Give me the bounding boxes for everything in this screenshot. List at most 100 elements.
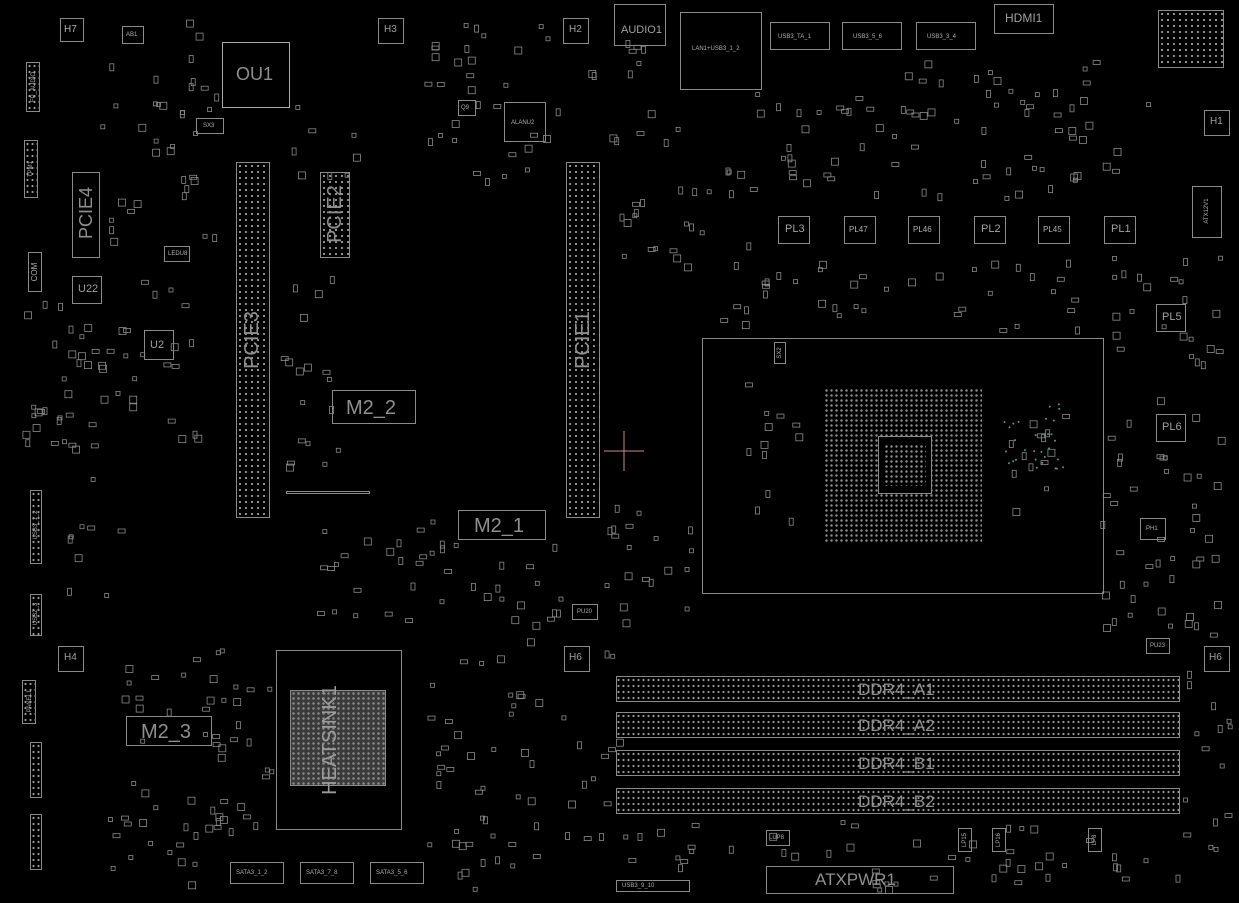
chip-ab1 <box>122 26 144 44</box>
smd-part <box>628 858 637 863</box>
smd-part <box>454 58 463 67</box>
smd-part <box>1015 263 1021 272</box>
chip-sx3-label: SX3 <box>203 123 215 129</box>
chip-alanu2-label: ALANU2 <box>511 120 535 126</box>
smd-part <box>527 638 535 647</box>
smd-part <box>431 53 440 62</box>
smd-part <box>664 566 673 575</box>
header-usb3-9-10-label: USB3_9_10 <box>622 883 655 889</box>
smd-part <box>90 443 99 449</box>
smd-part <box>508 711 514 717</box>
smd-part <box>212 234 218 243</box>
smd-part <box>769 832 778 841</box>
smd-part <box>1071 297 1080 303</box>
smd-part <box>220 799 229 804</box>
smd-part <box>329 276 335 284</box>
smd-part <box>192 861 198 867</box>
smd-part <box>480 785 486 791</box>
smd-part <box>68 350 77 359</box>
smd-part <box>461 868 470 877</box>
smd-part <box>765 490 771 498</box>
smd-part <box>1069 104 1075 113</box>
smd-part <box>190 177 199 185</box>
smd-part <box>762 451 767 459</box>
smd-part <box>123 353 129 359</box>
smd-part <box>521 749 529 757</box>
smd-part <box>214 93 220 102</box>
smd-part <box>32 424 41 432</box>
smd-part <box>1056 276 1065 282</box>
smd-part <box>1127 612 1133 618</box>
smd-part <box>795 433 804 442</box>
smd-part <box>1032 165 1037 171</box>
smd-part <box>776 272 782 280</box>
smd-part <box>791 852 800 861</box>
smd-part <box>1118 453 1123 462</box>
chip-u2 <box>144 330 174 360</box>
smd-part <box>1130 595 1136 603</box>
smd-part <box>106 348 115 354</box>
q9 <box>458 100 476 116</box>
connector-sata-7-8-label: SATA3_7_8 <box>306 870 338 876</box>
connector-com <box>28 252 42 292</box>
smd-part <box>179 110 185 119</box>
smd-part <box>203 732 209 737</box>
smd-part <box>327 566 336 571</box>
smd-part <box>788 170 797 175</box>
chip-u2-label: U2 <box>150 339 165 351</box>
smd-part <box>855 96 864 101</box>
smd-part <box>611 533 620 539</box>
connector-pcie3 <box>236 162 270 518</box>
smd-part <box>988 70 993 75</box>
smd-part <box>599 833 604 841</box>
smd-part <box>322 461 328 467</box>
smd-part <box>1212 309 1221 318</box>
smd-part <box>153 101 158 107</box>
smd-part <box>416 527 425 533</box>
smd-part <box>511 703 517 709</box>
smd-part <box>221 697 227 703</box>
smd-part <box>1055 128 1063 134</box>
header-tpm1 <box>24 140 38 198</box>
smd-part <box>495 856 501 865</box>
smd-part <box>153 805 159 811</box>
via-dot <box>1054 439 1056 442</box>
smd-part <box>430 519 436 525</box>
smd-part <box>121 695 130 704</box>
smd-part <box>138 123 147 132</box>
smd-part <box>982 174 991 180</box>
smd-part <box>636 510 642 516</box>
smd-part <box>305 441 311 447</box>
smd-part <box>591 776 596 782</box>
smd-part <box>62 439 67 445</box>
smd-part <box>861 308 867 314</box>
smd-part <box>786 143 792 152</box>
smd-part <box>1006 167 1012 176</box>
smd-part <box>761 280 770 286</box>
smd-part <box>167 418 176 424</box>
inductor-pl5 <box>1156 304 1186 332</box>
smd-part <box>764 411 770 416</box>
smd-part <box>1062 413 1070 419</box>
smd-part <box>1092 60 1101 65</box>
smd-part <box>1211 702 1216 711</box>
smd-part <box>1143 581 1149 587</box>
smd-part <box>532 621 541 630</box>
smd-part <box>1006 849 1015 855</box>
smd-part <box>292 284 298 293</box>
lp8 <box>1088 828 1102 852</box>
smd-part <box>908 278 916 287</box>
smd-part <box>1112 168 1120 174</box>
smd-part <box>653 536 659 541</box>
smd-part <box>958 306 967 312</box>
smd-part <box>109 217 114 223</box>
smd-part <box>610 653 616 659</box>
smd-part <box>999 864 1008 873</box>
smd-part <box>297 171 306 180</box>
chip-ou1-label: OU1 <box>236 64 274 84</box>
lp15 <box>958 828 972 852</box>
smd-part <box>454 731 463 740</box>
smd-part <box>267 686 273 692</box>
connector-usb3-5-6-label: USB3_5_6 <box>853 34 883 40</box>
smd-part <box>25 439 31 448</box>
